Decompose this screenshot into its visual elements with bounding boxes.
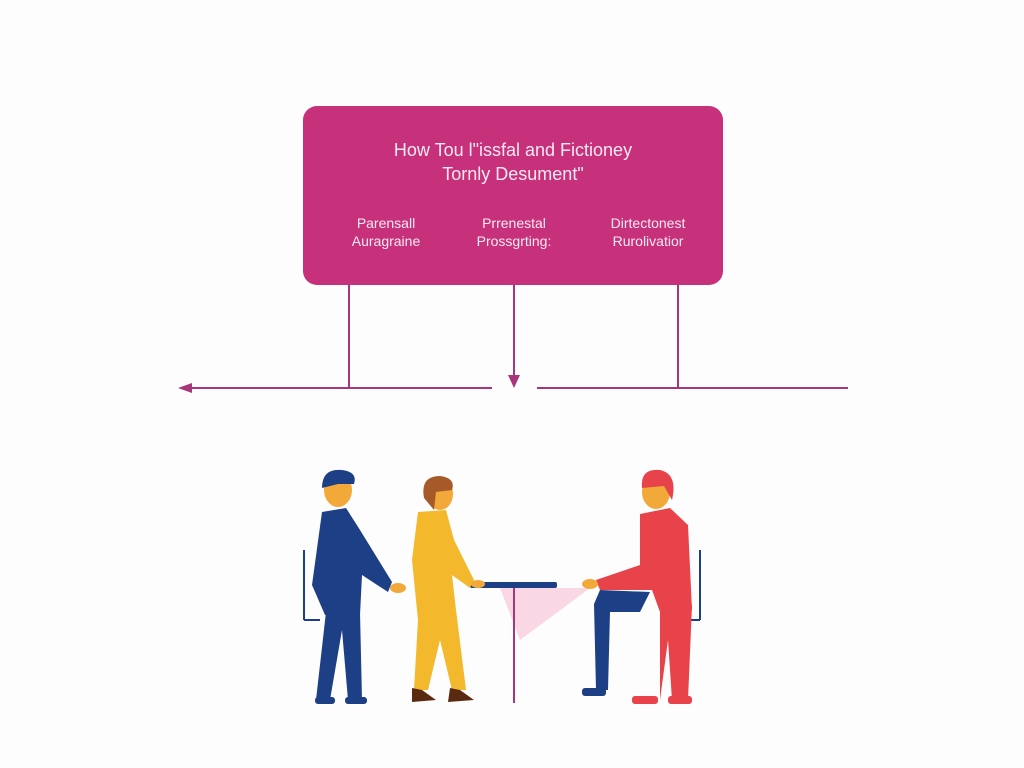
arrow-down-icon — [508, 375, 520, 388]
person-yellow-outfit — [412, 476, 485, 702]
arrow-left-icon — [178, 383, 192, 393]
meeting-table — [470, 582, 590, 703]
column-label-left-line2: Auragraine — [351, 233, 421, 249]
column-label-middle: Prrenestal Prossgrting: — [449, 214, 579, 250]
box-title: How Tou l"issfal and Fictioney Tornly De… — [303, 138, 723, 186]
box-title-line1: How Tou l"issfal and Fictioney — [393, 140, 633, 160]
column-label-right: Dirtectonest Rurolivatior — [583, 214, 713, 250]
column-label-middle-line1: Prrenestal — [482, 215, 546, 231]
column-label-right-line2: Rurolivatior — [612, 233, 684, 249]
person-blue-suit — [303, 469, 406, 704]
column-label-middle-line2: Prossgrting: — [476, 233, 552, 249]
box-title-line2: Tornly Desument" — [442, 164, 584, 184]
column-label-left-line1: Parensall — [356, 215, 416, 231]
column-label-right-line1: Dirtectonest — [610, 215, 686, 231]
title-box: How Tou l"issfal and Fictioney Tornly De… — [303, 106, 723, 285]
person-red-suit — [582, 469, 701, 704]
column-label-left: Parensall Auragraine — [321, 214, 451, 250]
